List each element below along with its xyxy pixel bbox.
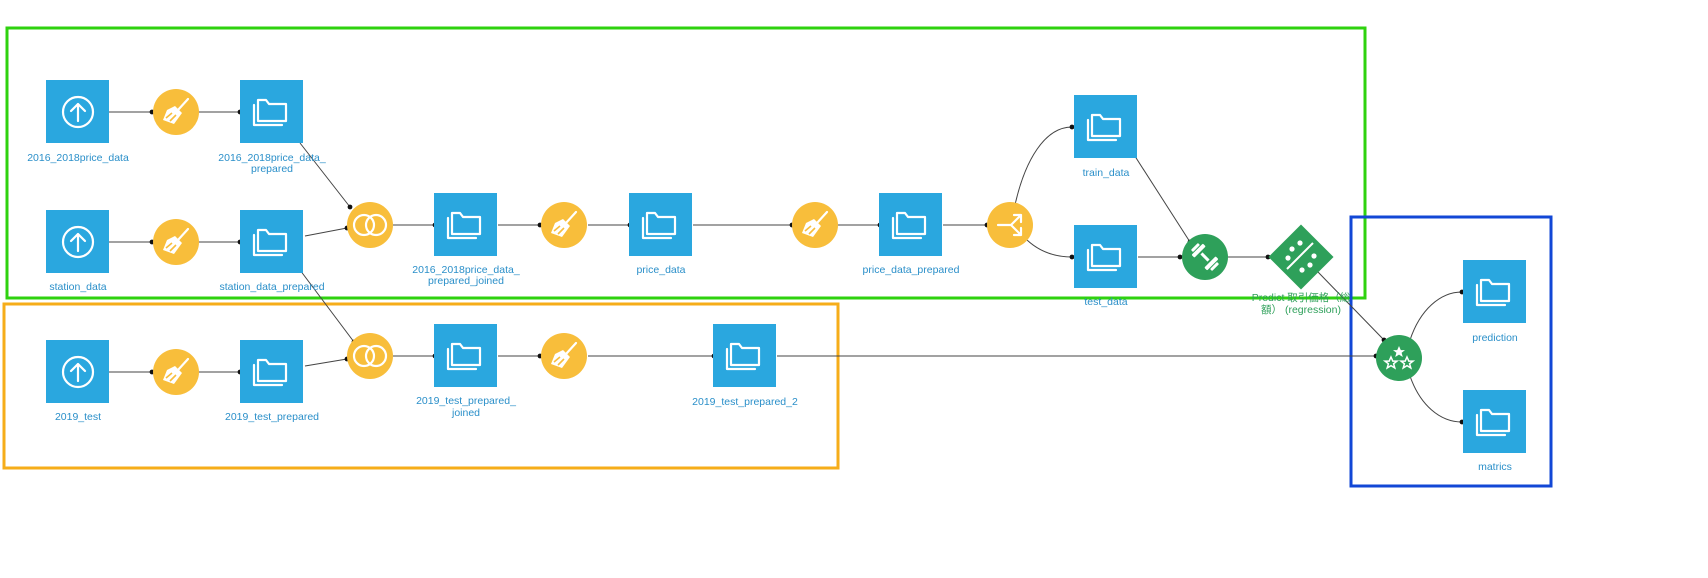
flow-edges [109, 111, 1463, 423]
saved-model[interactable] [1268, 224, 1334, 290]
dataset-label: 2016_2018price_data_ [218, 152, 326, 164]
dataset-label: test_data [1084, 296, 1127, 308]
edge-dots [149, 109, 1465, 425]
dataset-label: 2019_test_prepared_2 [692, 396, 798, 408]
recipe-split[interactable] [987, 202, 1033, 248]
dataset-label: 2019_test [55, 411, 101, 423]
recipe-prepare-4[interactable] [792, 202, 838, 248]
dataset-label: prepared [251, 163, 293, 175]
recipe-train[interactable] [1182, 234, 1228, 280]
dataset-2019-test-prepared-2[interactable] [713, 324, 776, 387]
dataset-label: 2019_test_prepared_ [416, 395, 516, 407]
dataset-label: 2019_test_prepared [225, 411, 319, 423]
recipe-prepare-1[interactable] [153, 89, 199, 135]
model-icon [1285, 240, 1317, 273]
zone-test[interactable] [2, 302, 840, 470]
dataset-label: 2016_2018price_data [27, 152, 129, 164]
dataset-prediction[interactable] [1463, 260, 1526, 323]
dataset-2016-2018price-data-prepared-joined[interactable] [434, 193, 497, 256]
dataset-2016-2018price-data-prepared[interactable] [240, 80, 303, 143]
dataset-station-data[interactable] [46, 210, 109, 273]
recipe-prepare-3[interactable] [541, 202, 587, 248]
model-label: 額） (regression) [1261, 303, 1341, 316]
recipe-join-2[interactable] [347, 333, 393, 379]
recipe-prepare-2[interactable] [153, 219, 199, 265]
dataset-label: station_data_prepared [219, 281, 324, 293]
dataset-label: train_data [1083, 167, 1130, 179]
dataset-2019-test-prepared-joined[interactable] [434, 324, 497, 387]
dataset-station-data-prepared[interactable] [240, 210, 303, 273]
recipe-prepare-5[interactable] [153, 349, 199, 395]
zone-output[interactable] [1349, 215, 1553, 488]
dataset-matrics[interactable] [1463, 390, 1526, 453]
dataset-label: price_data [636, 264, 685, 276]
dataset-label: matrics [1478, 461, 1512, 473]
dataset-label: 2016_2018price_data_ [412, 264, 520, 276]
dataset-label: station_data [49, 281, 106, 293]
dataset-2019-test-prepared[interactable] [240, 340, 303, 403]
zone-main[interactable] [5, 26, 1367, 300]
recipe-prepare-6[interactable] [541, 333, 587, 379]
dataset-train-data[interactable] [1074, 95, 1137, 158]
model-label: Predict 取引価格（総 [1252, 291, 1351, 304]
dataset-label: prepared_joined [428, 275, 504, 287]
recipe-join-1[interactable] [347, 202, 393, 248]
dataset-label: price_data_prepared [863, 264, 960, 276]
dataset-label: joined [451, 407, 480, 419]
dataset-2016-2018price-data[interactable] [46, 80, 109, 143]
dataset-test-data[interactable] [1074, 225, 1137, 288]
dataset-2019-test[interactable] [46, 340, 109, 403]
dataset-label: prediction [1472, 332, 1518, 344]
recipe-score[interactable] [1376, 335, 1422, 381]
dataset-price-data[interactable] [629, 193, 692, 256]
dataset-price-data-prepared[interactable] [879, 193, 942, 256]
